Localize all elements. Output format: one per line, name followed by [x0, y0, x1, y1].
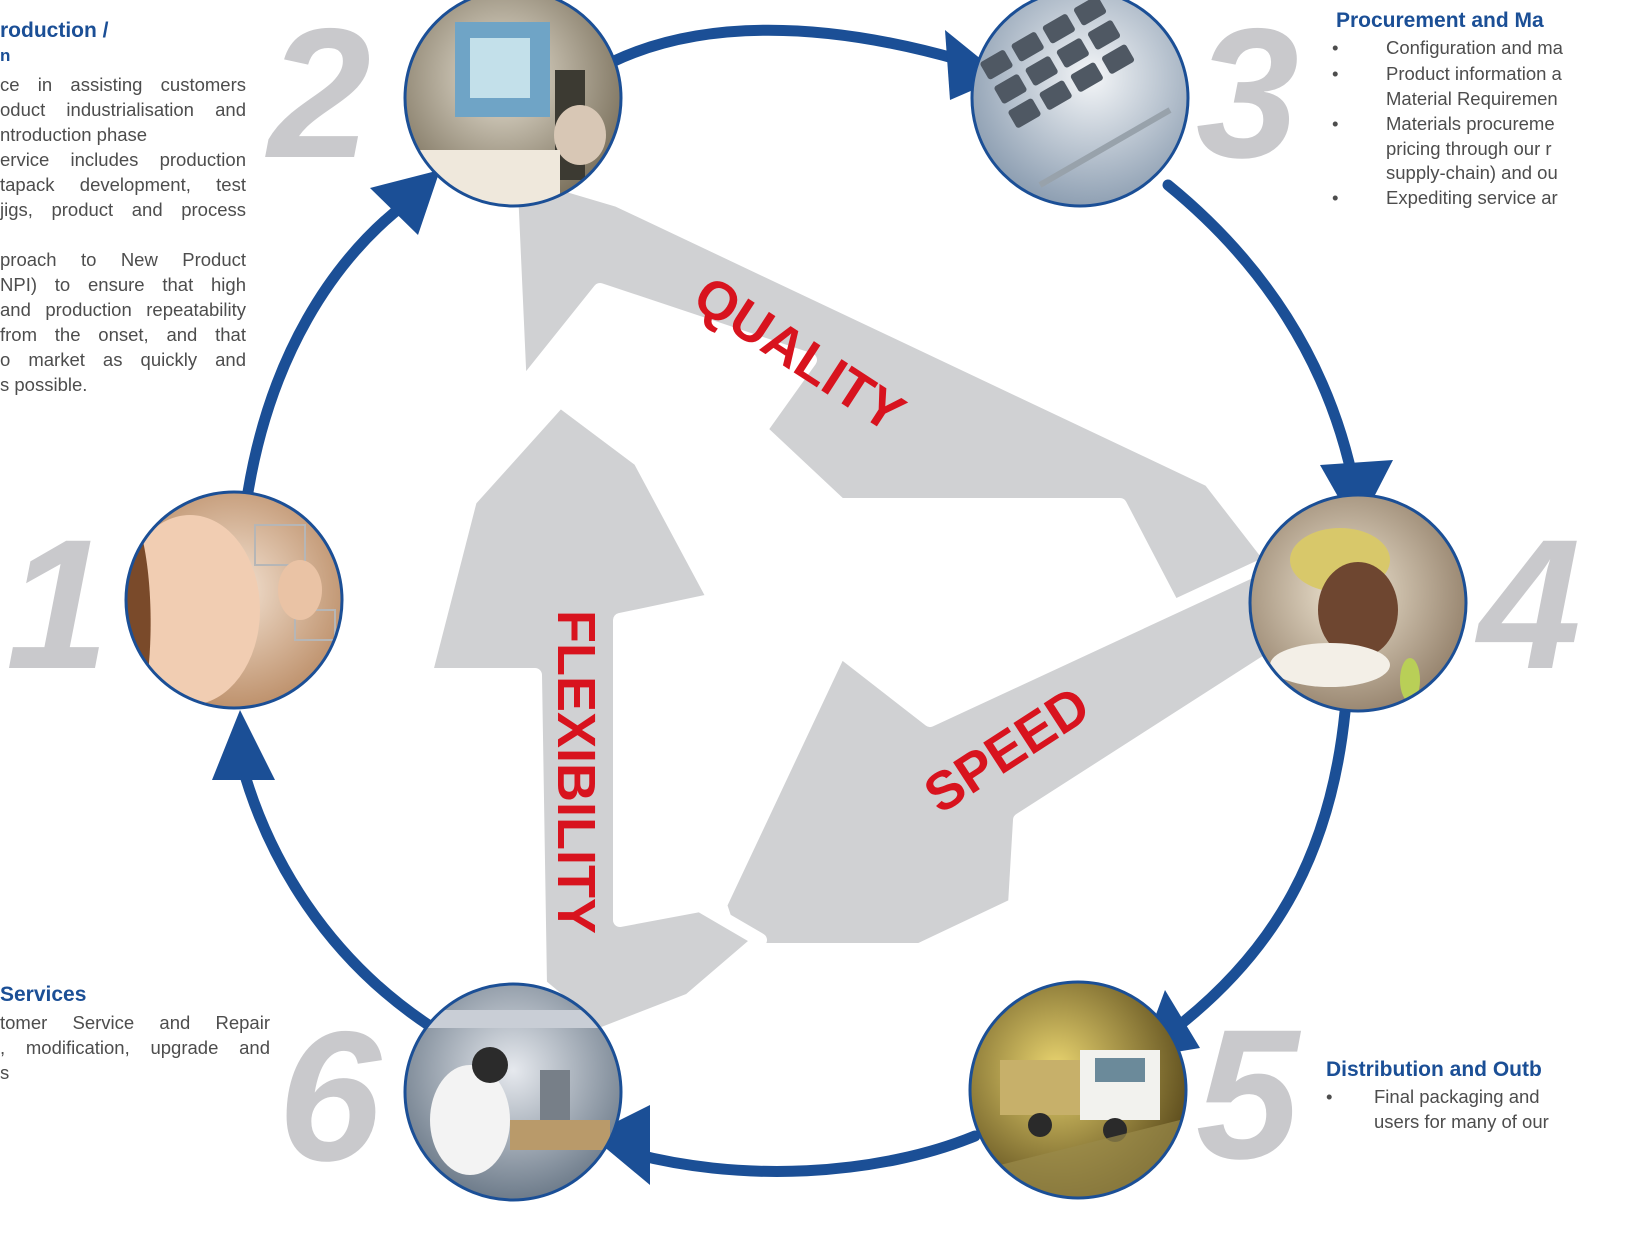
bullet-icon: • [1332, 187, 1339, 208]
step-number-1: 1 [6, 502, 109, 708]
photo-step-5 [968, 980, 1188, 1200]
flexibility-arrow [418, 393, 767, 1042]
step-number-2: 2 [265, 0, 371, 197]
step-number-5: 5 [1196, 992, 1302, 1198]
photo-step-4 [1248, 493, 1468, 713]
distribution-bullet: •Final packaging and [1326, 1086, 1540, 1107]
procurement-bullet: •Configuration and ma [1332, 37, 1563, 58]
procurement-bullet: •Expediting service ar [1332, 187, 1558, 208]
procurement-line: pricing through our r [1386, 138, 1552, 159]
bullet-icon: • [1332, 113, 1339, 134]
production-line: s possible. [0, 374, 88, 395]
cycle-arrow-1-to-2 [242, 194, 416, 498]
bullet-icon: • [1326, 1086, 1333, 1107]
photo-step-2 [403, 0, 623, 208]
distribution-line: users for many of our [1374, 1111, 1549, 1132]
services-heading: Services [0, 983, 87, 1006]
cycle-arrow-5-to-6 [614, 1130, 981, 1177]
procurement-bullet: •Materials procureme [1332, 113, 1555, 134]
production-line: ce in assisting customers [0, 74, 246, 95]
production-line: oduct industrialisation and [0, 99, 246, 120]
cycle-arrow-4-to-5 [1154, 706, 1351, 1046]
production-line: ervice includes production [0, 149, 246, 170]
cycle-arrow-2-to-3 [606, 24, 966, 68]
photo-step-1 [124, 490, 344, 710]
speed-arrow [713, 553, 1292, 957]
flexibility-label: FLEXIBILITY [546, 610, 606, 934]
bullet-icon: • [1332, 37, 1339, 58]
cycle-arrow-3-to-4 [1162, 179, 1361, 496]
step-number-6: 6 [278, 994, 382, 1200]
production-line: ntroduction phase [0, 124, 148, 145]
bullet-icon: • [1332, 63, 1339, 84]
production-line: and production repeatability [0, 299, 246, 320]
photo-step-6 [403, 982, 623, 1202]
distribution-heading: Distribution and Outb [1326, 1058, 1542, 1081]
production-line: tapack development, test [0, 174, 246, 195]
arrowhead-6 [590, 1105, 650, 1185]
quality-arrow [503, 161, 1279, 627]
procurement-bullet: •Product information a [1332, 63, 1562, 84]
services-line: , modification, upgrade and [0, 1037, 270, 1058]
procurement-heading: Procurement and Ma [1336, 9, 1544, 32]
arrowhead-1 [212, 710, 275, 780]
photo-step-3 [970, 0, 1190, 208]
cycle-arrow-6-to-1 [232, 744, 436, 1032]
services-line: s [0, 1062, 10, 1083]
step-number-4: 4 [1474, 502, 1581, 708]
production-heading-line2: n [0, 47, 11, 61]
production-line: o market as quickly and [0, 349, 246, 370]
services-line: tomer Service and Repair [0, 1012, 270, 1033]
production-line: NPI) to ensure that high [0, 274, 246, 295]
step-number-3: 3 [1196, 0, 1299, 197]
production-line: jigs, product and process [0, 199, 246, 220]
production-line: proach to New Product [0, 249, 246, 270]
procurement-line: Material Requiremen [1386, 88, 1558, 109]
arrowhead-2 [370, 170, 440, 235]
production-line: from the onset, and that [0, 324, 246, 345]
production-heading-line1: roduction / [0, 19, 109, 42]
procurement-line: supply-chain) and ou [1386, 162, 1558, 183]
